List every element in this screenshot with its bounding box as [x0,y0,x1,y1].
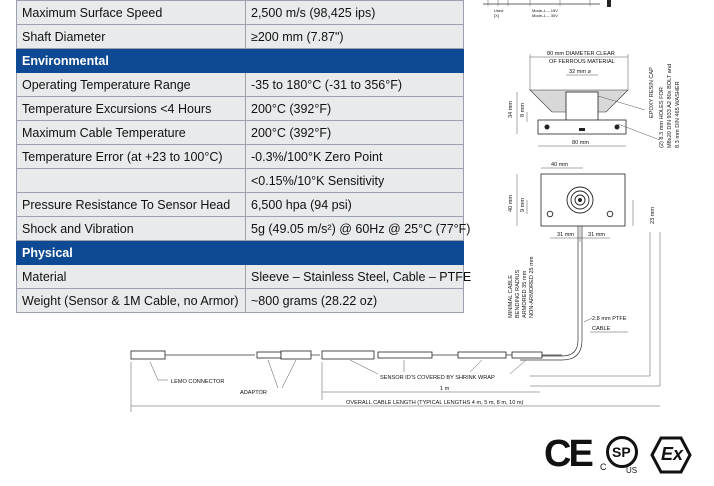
csa-c-label: C [600,462,607,472]
spec-value: <0.15%/10°K Sensitivity [245,168,464,193]
dim-31mm-left: 31 mm [557,232,574,238]
spec-label [16,168,246,193]
csa-us-label: US [626,466,638,475]
table-row: <0.15%/10°K Sensitivity [16,168,464,193]
right-notes: EPOXY RESIN CAP (2) 8.3 mm HOLES FOR M8x… [649,64,681,148]
spec-label: Maximum Cable Temperature [16,120,246,145]
overall-length-label: OVERALL CABLE LENGTH (TYPICAL LENGTHS 4 … [346,400,524,406]
csa-logo-art: SP [612,444,631,460]
spec-value: -35 to 180°C (-31 to 356°F) [245,72,464,97]
epoxy-note: EPOXY RESIN CAP [649,67,655,118]
table-row: Operating Temperature Range-35 to 180°C … [16,72,464,97]
holes-note-3: 8.3 mm DIN 465 WASHER [675,81,681,148]
dim-40mm-top: 40 mm [551,162,568,168]
svg-text:[X]: [X] [494,13,499,18]
bend-note-4: NON-ARMORED 25 mm [529,256,535,318]
csa-mark: SP C US [600,436,642,476]
dim-32mm: 32 mm ⌀ [569,69,592,75]
sensor-id-label: SENSOR ID'S COVERED BY SHRINK WRAP [380,375,495,381]
legend-fragment: Used [X] Mode–L – 15V Mode–L – 30V [483,0,611,18]
holes-note-2: M8x20 DIN 933 A2 80x BOLT and [667,64,673,148]
dim-9mm: 9 mm [520,198,526,212]
spec-label: Shock and Vibration [16,216,246,241]
section-title: Physical [16,240,464,265]
cable-assembly: LEMO CONNECTOR ADAPTOR SENSOR ID'S COVER… [130,350,660,412]
ce-mark: CE [544,433,594,475]
hexagon-icon [650,436,692,474]
spec-value: 6,500 hpa (94 psi) [245,192,464,217]
spec-label: Operating Temperature Range [16,72,246,97]
clearance-note-1: 80 mm DIAMETER CLEAR [547,51,615,57]
section-header: Physical [16,240,464,265]
dim-80mm: 80 mm [572,140,589,146]
table-row: Weight (Sensor & 1M Cable, no Armor)~800… [16,288,464,313]
ptfe-note-2: CABLE [592,326,611,332]
spec-label: Weight (Sensor & 1M Cable, no Armor) [16,288,246,313]
spec-value: 5g (49.05 m/s²) @ 60Hz @ 25°C (77°F) [245,216,470,241]
spec-value: Sleeve – Stainless Steel, Cable – PTFE [245,264,471,289]
spec-label: Maximum Surface Speed [16,0,246,25]
spec-value: 200°C (392°F) [245,96,464,121]
side-view: 80 mm DIAMETER CLEAR OF FERROUS MATERIAL… [508,51,661,147]
bend-note-1: MINIMAL CABLE [508,275,514,318]
svg-text:Used: Used [494,8,503,13]
ptfe-note-1: 2.8 mm PTFE [592,316,627,322]
bend-note-2: BENDING RADIUS [515,270,521,318]
top-view: 40 mm 40 mm 9 mm 23 mm 31 mm 31 mm [508,162,656,242]
section-title: Environmental [16,48,464,73]
dim-23mm: 23 mm [650,207,656,224]
table-row: Temperature Error (at +23 to 100°C)-0.3%… [16,144,464,169]
spec-label: Temperature Excursions <4 Hours [16,96,246,121]
ex-label: Ex [661,444,684,464]
adaptor-label: ADAPTOR [240,390,267,396]
legend-line-2: Mode–L – 30V [532,13,558,18]
atex-ex-mark: Ex [650,436,692,474]
bend-note-3: ARMORED 35 mm [522,270,528,318]
spec-value: -0.3%/100°K Zero Point [245,144,464,169]
lemo-connector-label: LEMO CONNECTOR [171,379,224,385]
clearance-note-2: OF FERROUS MATERIAL [549,59,615,65]
holes-note-1: (2) 8.3 mm HOLES FOR [659,87,665,148]
cable-bend: MINIMAL CABLE BENDING RADIUS ARMORED 35 … [508,226,661,387]
spec-value: ~800 grams (28.22 oz) [245,288,464,313]
section-header: Environmental [16,48,464,73]
dim-34mm: 34 mm [508,101,514,118]
dim-40mm-side: 40 mm [508,195,514,212]
one-meter-label: 1 m [440,386,450,392]
spec-label: Pressure Resistance To Sensor Head [16,192,246,217]
spec-value: 200°C (392°F) [245,120,464,145]
dim-31mm-right: 31 mm [588,232,605,238]
dim-8mm: 8 mm [520,103,526,117]
spec-value: ≥200 mm (7.87") [245,24,464,49]
legend-line-1: Mode–L – 15V [532,8,558,13]
